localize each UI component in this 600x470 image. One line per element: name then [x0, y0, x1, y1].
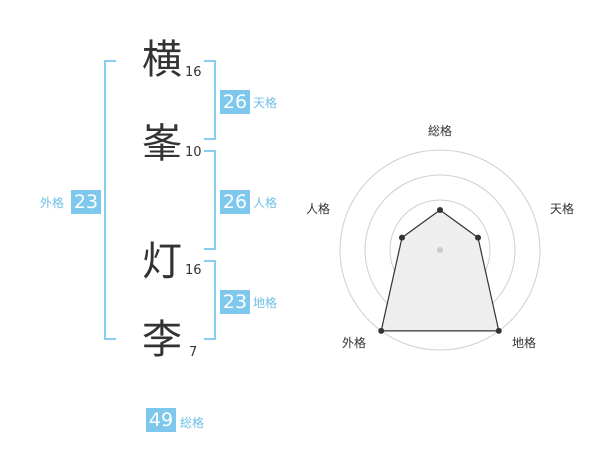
- axis-label-soukaku: 総格: [428, 124, 453, 138]
- axis-label-jinkaku: 人格: [306, 202, 331, 216]
- chikaku-label: 地格: [253, 296, 278, 310]
- radar-point: [475, 234, 482, 241]
- radar-point: [495, 327, 502, 334]
- stroke-count-4: 7: [189, 345, 198, 360]
- name-char-2: 峯: [142, 121, 182, 167]
- soukaku-value: 49: [146, 408, 176, 432]
- gaikaku-label: 外格: [40, 196, 65, 210]
- axis-label-gaikaku: 外格: [342, 336, 367, 350]
- radar-point: [378, 327, 385, 334]
- name-char-1: 横: [142, 37, 182, 83]
- soukaku-label: 総格: [180, 416, 205, 430]
- axis-label-tenkaku: 天格: [550, 202, 575, 216]
- gaikaku-bracket: [104, 60, 116, 340]
- radar-point: [398, 234, 405, 241]
- axis-label-chikaku: 地格: [512, 336, 537, 350]
- radar-point: [437, 207, 443, 213]
- radar-polygon: [380, 209, 500, 332]
- jinkaku-label: 人格: [253, 196, 278, 210]
- tenkaku-value: 26: [220, 90, 250, 114]
- chikaku-bracket: [204, 260, 216, 340]
- radar-points: [378, 207, 502, 334]
- jinkaku-bracket: [204, 150, 216, 250]
- tenkaku-bracket: [204, 60, 216, 140]
- stroke-count-2: 10: [185, 145, 202, 160]
- name-char-3: 灯: [142, 239, 182, 285]
- gaikaku-value: 23: [71, 190, 101, 214]
- jinkaku-value: 26: [220, 190, 250, 214]
- stroke-count-3: 16: [185, 263, 202, 278]
- stroke-count-1: 16: [185, 65, 202, 80]
- name-char-4: 李: [142, 317, 182, 363]
- tenkaku-label: 天格: [253, 96, 278, 110]
- radar-center-dot: [437, 247, 443, 253]
- chikaku-value: 23: [220, 290, 250, 314]
- radar-ring: [339, 149, 541, 351]
